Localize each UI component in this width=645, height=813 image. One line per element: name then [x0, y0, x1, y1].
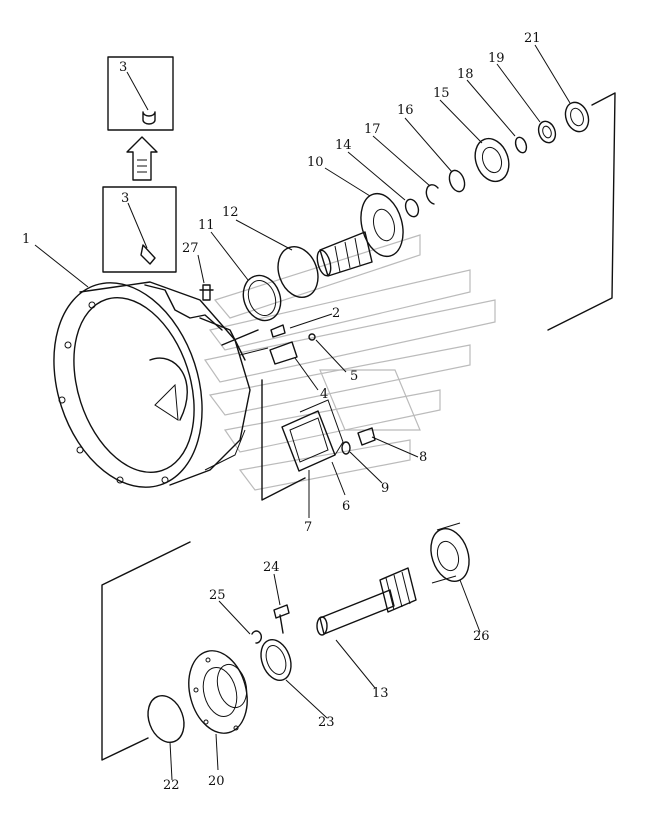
label-9: 9: [381, 481, 389, 496]
ring-11: [242, 274, 282, 322]
label-23: 23: [318, 715, 335, 730]
cover-4: [269, 341, 298, 365]
label-14: 14: [335, 138, 352, 153]
bolt-8: [357, 427, 376, 446]
callout-box-bottom: [102, 186, 177, 273]
o-ring-12: [277, 246, 319, 298]
label-21: 21: [524, 31, 541, 46]
bolt-24: [273, 604, 290, 634]
label-17: 17: [364, 122, 381, 137]
bearing-23: [260, 638, 292, 682]
label-22: 22: [163, 778, 180, 793]
assembly-line-upper: [547, 92, 616, 331]
label-5: 5: [350, 369, 358, 384]
callout-box-top: [107, 56, 174, 131]
label-10: 10: [307, 155, 324, 170]
label-7: 7: [304, 520, 312, 535]
up-arrow: [126, 136, 158, 181]
label-1: 1: [22, 232, 30, 247]
plate-7: [281, 399, 344, 472]
washer-9: [341, 441, 351, 455]
ring-18: [514, 136, 528, 154]
label-6: 6: [342, 499, 350, 514]
label-18: 18: [457, 67, 474, 82]
coupling-26: [430, 522, 470, 584]
assembly-line-lower: [101, 541, 191, 761]
flange-shaft-10: [316, 192, 404, 277]
flange-20: [188, 650, 248, 734]
label-8: 8: [419, 450, 427, 465]
seal-19: [537, 120, 557, 144]
label-25: 25: [209, 588, 226, 603]
label-13: 13: [372, 686, 389, 701]
ring-14: [404, 198, 420, 218]
label-4: 4: [320, 387, 328, 402]
assembly-line-middle: [261, 379, 306, 501]
label-11: 11: [198, 218, 215, 233]
label-26: 26: [473, 629, 490, 644]
watermark-logo: [203, 234, 496, 491]
seal-21: [564, 101, 590, 133]
bolt-27: [199, 284, 214, 301]
plug-5: [308, 333, 316, 341]
label-3-bottom: 3: [121, 191, 129, 206]
label-16: 16: [397, 103, 414, 118]
shaft-13: [316, 567, 417, 636]
snap-ring-17: [425, 184, 439, 205]
flywheel-housing: [53, 281, 251, 488]
clip-25: [251, 630, 263, 644]
leader-lines: [34, 44, 571, 781]
label-27: 27: [182, 241, 199, 256]
o-ring-22: [147, 695, 185, 743]
label-20: 20: [208, 774, 225, 789]
plug-2: [270, 324, 286, 338]
part-labels: 1 2 3 3 4 5 6 7 8 9 10 11 12 13 14 15 16…: [22, 31, 541, 793]
label-3-top: 3: [119, 60, 127, 75]
label-19: 19: [488, 51, 505, 66]
label-2: 2: [332, 306, 340, 321]
bearing-15: [474, 137, 510, 183]
ring-16: [448, 169, 466, 193]
label-24: 24: [263, 560, 280, 575]
label-12: 12: [222, 205, 239, 220]
label-15: 15: [433, 86, 450, 101]
